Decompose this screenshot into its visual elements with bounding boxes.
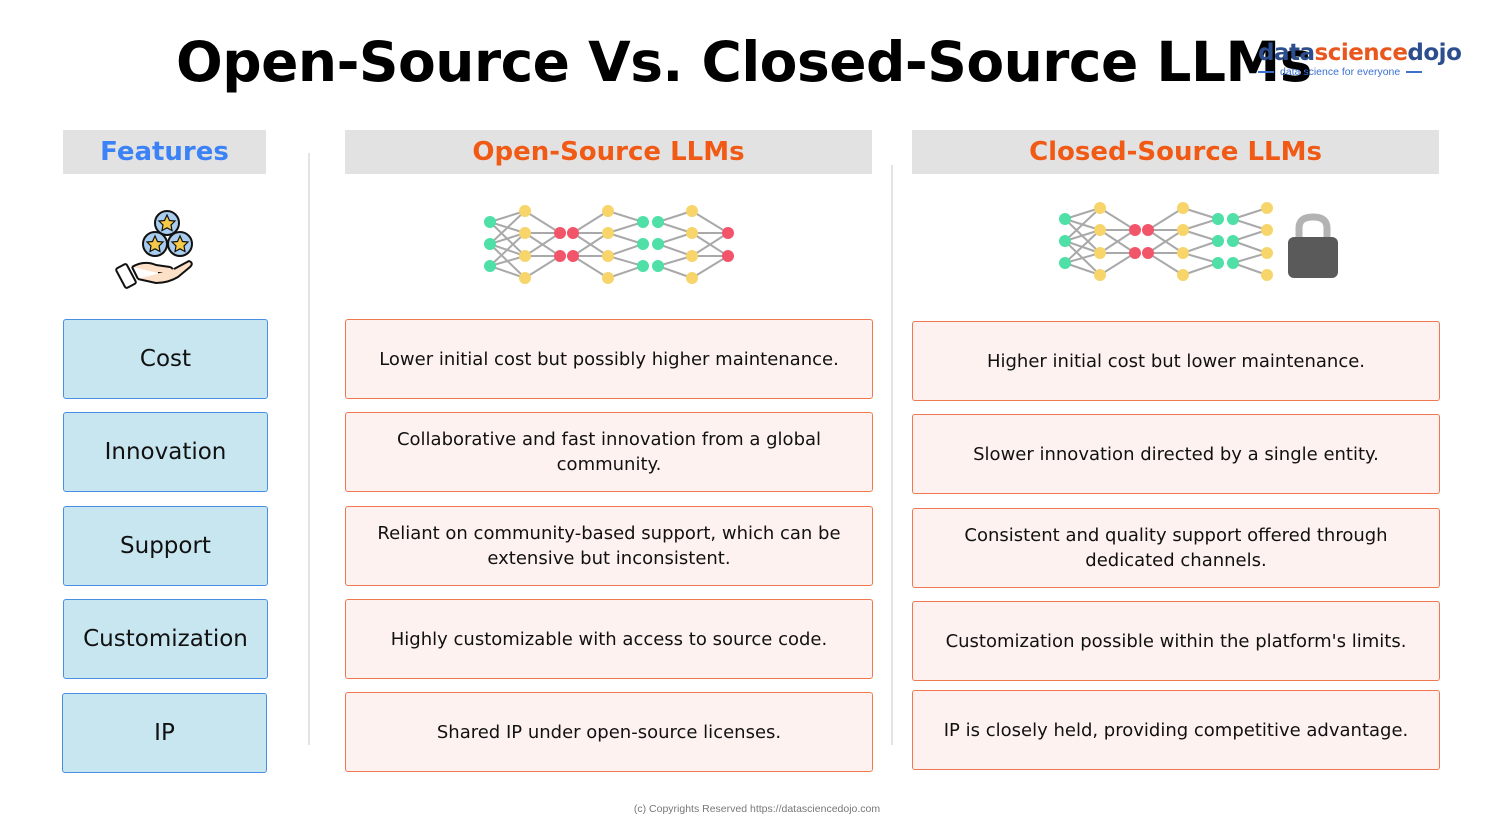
logo-wordmark: datasciencedojo (1258, 40, 1462, 66)
logo-tagline: data science for everyone (1258, 66, 1458, 78)
open-customization-cell: Highly customizable with access to sourc… (345, 599, 873, 679)
logo: datasciencedojo data science for everyon… (1258, 40, 1462, 78)
closed-ip-cell: IP is closely held, providing competitiv… (912, 690, 1440, 770)
open-cost-cell: Lower initial cost but possibly higher m… (345, 319, 873, 399)
closed-source-header: Closed-Source LLMs (912, 130, 1439, 174)
feature-customization: Customization (63, 599, 268, 679)
open-support-cell: Reliant on community-based support, whic… (345, 506, 873, 586)
feature-cost: Cost (63, 319, 268, 399)
column-divider-left (308, 153, 310, 745)
neural-network-icon (484, 205, 734, 284)
locked-neural-network-icon (1059, 202, 1338, 281)
closed-innovation-cell: Slower innovation directed by a single e… (912, 414, 1440, 494)
feature-innovation: Innovation (63, 412, 268, 492)
closed-cost-cell: Higher initial cost but lower maintenanc… (912, 321, 1440, 401)
closed-support-cell: Consistent and quality support offered t… (912, 508, 1440, 588)
open-ip-cell: Shared IP under open-source licenses. (345, 692, 873, 772)
copyright-footer: (c) Copyrights Reserved https://datascie… (633, 803, 881, 815)
hand-with-stars-icon (115, 210, 193, 289)
features-header: Features (63, 130, 266, 174)
open-innovation-cell: Collaborative and fast innovation from a… (345, 412, 873, 492)
feature-ip: IP (62, 693, 267, 773)
closed-customization-cell: Customization possible within the platfo… (912, 601, 1440, 681)
open-source-header: Open-Source LLMs (345, 130, 872, 174)
feature-support: Support (63, 506, 268, 586)
page-title: Open-Source Vs. Closed-Source LLMs (175, 30, 1313, 94)
column-divider-right (891, 165, 893, 745)
